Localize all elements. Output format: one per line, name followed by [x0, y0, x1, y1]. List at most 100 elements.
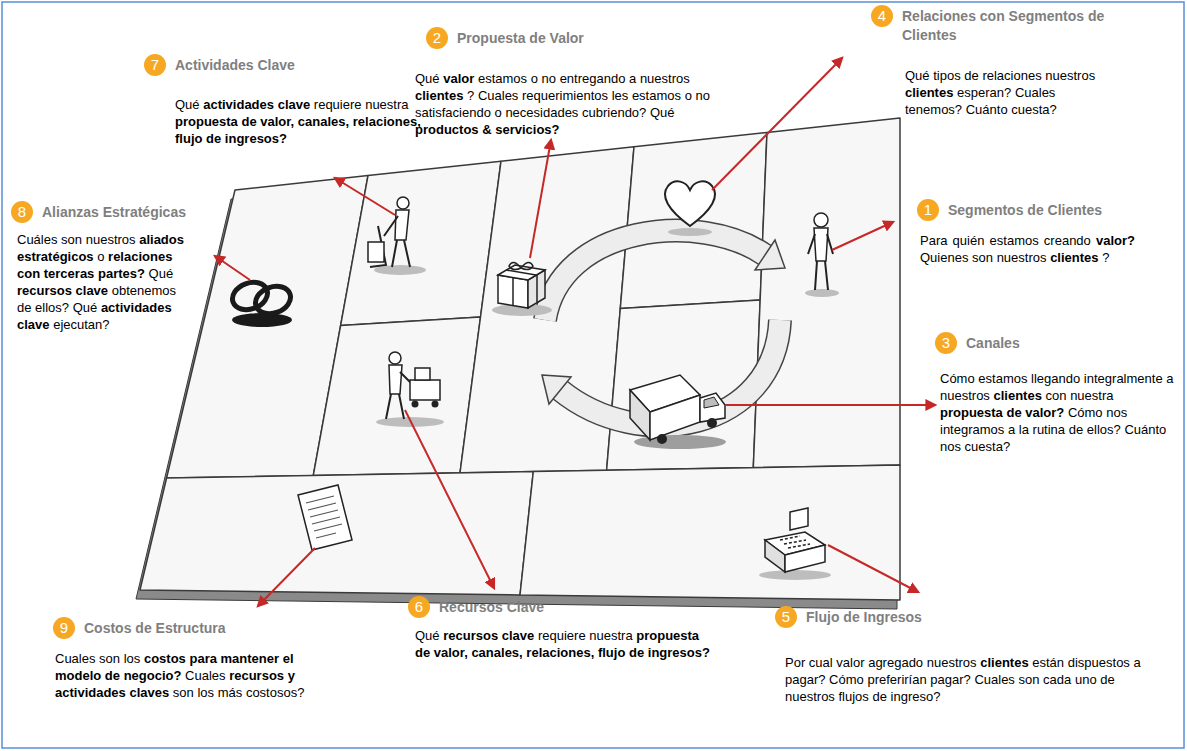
section-title: Canales [966, 332, 1166, 353]
bold-term: negocio? [124, 668, 182, 683]
word: Cómo [940, 371, 975, 386]
register-keys [780, 536, 810, 548]
word: Cuales [1015, 85, 1055, 100]
bold-term: relaciones [108, 249, 172, 264]
word-space [646, 105, 650, 120]
word-space [310, 97, 314, 112]
section-heading: 9Costos de Estructura [53, 617, 324, 639]
word-space [279, 651, 283, 666]
callout-number: 4 [871, 5, 893, 27]
bold-term: y [288, 668, 295, 683]
bold-term: flujo [175, 131, 202, 146]
word: de [1100, 672, 1114, 687]
word-space [95, 651, 99, 666]
revenue-panel [520, 465, 900, 600]
word: nuestra [365, 97, 408, 112]
word-space [825, 672, 829, 687]
word: nuestros [927, 655, 977, 670]
word: ? [1102, 250, 1109, 265]
bold-term: recursos [443, 628, 498, 643]
section-heading: 8Alianzas Estratégicas [11, 201, 262, 223]
section-title: Segmentos de Clientes [948, 199, 1163, 220]
word-space [474, 71, 478, 86]
wheel-symbol [412, 401, 419, 408]
bold-term: claves [129, 685, 169, 700]
word: nuestros [640, 71, 690, 86]
callout-number: 1 [917, 199, 939, 221]
word: Cuales [55, 651, 95, 666]
word-space [57, 232, 61, 247]
bold-term: recursos [229, 668, 284, 683]
word-space [1039, 672, 1043, 687]
bold-term: con [17, 266, 40, 281]
costs-panel [140, 472, 533, 596]
word: nos [940, 439, 961, 454]
word-space [221, 131, 225, 146]
word-space [217, 651, 221, 666]
word: ellos? [1087, 422, 1121, 437]
word: esperan? [957, 85, 1011, 100]
word-space [1004, 422, 1008, 437]
word-space [202, 131, 206, 146]
word-space [1022, 405, 1026, 420]
bold-term: aliados [139, 232, 184, 247]
word-space [463, 88, 467, 103]
word: cada [1043, 672, 1071, 687]
word-space [865, 655, 869, 670]
word: Cómo [829, 672, 864, 687]
leader-arrow [335, 178, 395, 215]
bold-term: valor [443, 71, 474, 86]
word: de [1069, 422, 1083, 437]
word: estamos [978, 371, 1027, 386]
word-space [1103, 405, 1107, 420]
word: integralmente [1084, 371, 1163, 386]
word: relaciones [982, 68, 1041, 83]
word-space [953, 85, 957, 100]
word-space [1163, 371, 1167, 386]
word-space [636, 71, 640, 86]
bold-term: ingresos? [225, 131, 287, 146]
word-space [1003, 405, 1007, 420]
word-space [594, 645, 598, 660]
word: llegando [1031, 371, 1080, 386]
word: tenemos? [905, 102, 962, 117]
bold-term: actividades [55, 685, 126, 700]
worker-limbs [386, 372, 412, 419]
word-space [833, 655, 837, 670]
word-space [94, 249, 98, 264]
word-space [94, 266, 98, 281]
word: de [17, 300, 31, 315]
word-space [1015, 672, 1019, 687]
bold-term: mantener [221, 651, 280, 666]
callout-number: 9 [53, 617, 75, 639]
body-text: Por cual valor agregado nuestros cliente… [785, 654, 1165, 705]
word: estamos [632, 88, 681, 103]
body-text: Qué recursos clave requiere nuestra prop… [415, 627, 715, 661]
word-space [1071, 672, 1075, 687]
word: son [99, 651, 120, 666]
bold-term: recursos [17, 283, 72, 298]
bold-term: clientes [415, 88, 463, 103]
bold-term: de [206, 131, 221, 146]
word: Para [920, 233, 947, 248]
resources-panel [313, 317, 480, 475]
wheel-symbol [707, 418, 717, 428]
flow-band-outline [545, 231, 765, 320]
bold-term: ingresos? [648, 645, 710, 660]
callout-number: 6 [408, 596, 430, 618]
word: cual [809, 655, 833, 670]
word: a [629, 71, 636, 86]
word: de [872, 689, 886, 704]
word-space [1091, 233, 1096, 248]
word-space [923, 655, 927, 670]
word-space [518, 88, 522, 103]
word-space [534, 628, 538, 643]
customer-limbs [808, 234, 833, 290]
leader-arrow [258, 548, 315, 606]
leader-arrow [405, 410, 494, 588]
word: los [197, 685, 214, 700]
word-space [1008, 102, 1012, 117]
flow-band-head [755, 240, 785, 270]
word-space [1047, 250, 1051, 265]
word-space [82, 232, 86, 247]
